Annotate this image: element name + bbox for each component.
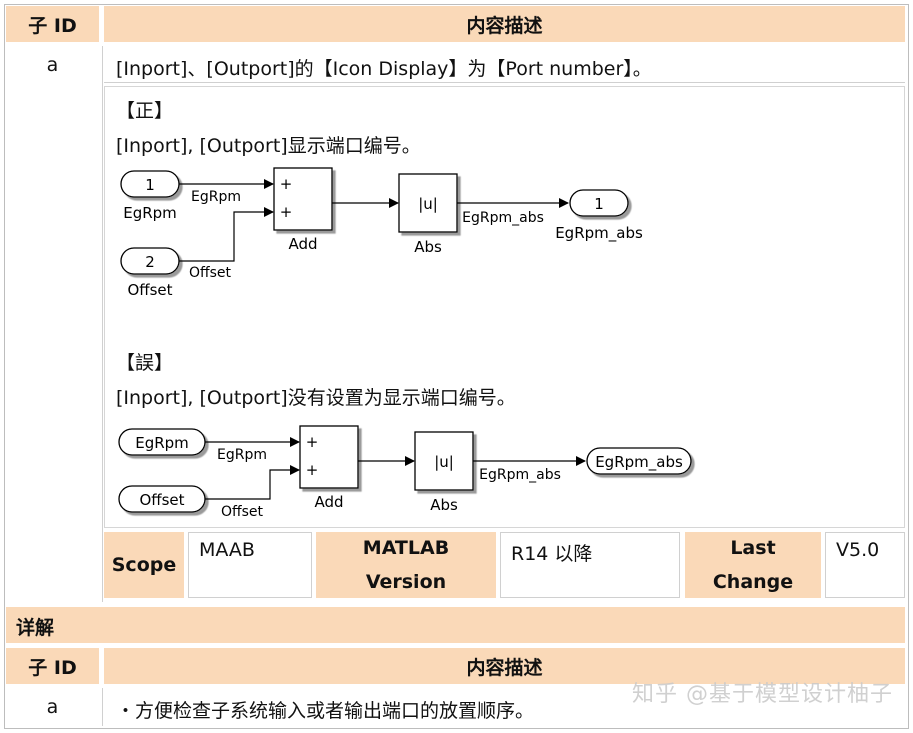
header-content-desc: 内容描述 [104, 6, 905, 42]
outport-1-number: 1 [594, 195, 604, 213]
scope-value: MAAB [188, 532, 312, 598]
details-row-sub-id: a [46, 696, 59, 718]
details-title: 详解 [6, 607, 905, 643]
header-sub-id: 子 ID [6, 6, 99, 42]
add-plus-2: + [280, 203, 293, 221]
add-label: Add [288, 235, 317, 253]
signal-label-out: EgRpm_abs [462, 210, 544, 226]
details-header-sub-id: 子 ID [6, 648, 99, 684]
wrong-abs-label: Abs [430, 496, 458, 514]
abs-symbol: |u| [418, 195, 438, 213]
signal-label-1: EgRpm [191, 189, 241, 205]
inport-2-number: 2 [145, 253, 155, 271]
wrong-add-label: Add [314, 493, 343, 511]
wrong-add-plus-2: + [306, 461, 319, 479]
row-sub-id: a [46, 54, 59, 76]
wrong-add-plus-1: + [306, 433, 319, 451]
signal-line [205, 465, 300, 500]
wrong-label: 【誤】 [116, 352, 174, 374]
outport-egrpm-abs-name: EgRpm_abs [595, 453, 683, 472]
inport-offset-name: Offset [139, 491, 184, 509]
add-block[interactable] [273, 167, 333, 231]
wrong-add-block[interactable] [299, 425, 359, 489]
inport-1-name: EgRpm [123, 204, 177, 222]
signal-line [179, 207, 274, 262]
add-plus-1: + [280, 175, 293, 193]
inport-egrpm-name: EgRpm [135, 434, 189, 452]
details-row-description: ・方便检查子系统输入或者输出端口的放置顺序。 [116, 700, 535, 722]
matlab-version-label-line1: MATLAB [362, 537, 450, 559]
wrong-signal-label-out: EgRpm_abs [479, 467, 561, 483]
details-header-content-desc: 内容描述 [104, 648, 905, 684]
inport-2-name: Offset [127, 281, 172, 299]
outport-egrpm-abs-block[interactable] [586, 447, 692, 475]
inport-1-number: 1 [145, 176, 155, 194]
last-change-value: V5.0 [825, 532, 905, 598]
abs-label: Abs [414, 238, 442, 256]
row-description: [Inport]、[Outport]的【Icon Display】为【Port … [116, 58, 652, 80]
outport-1-name: EgRpm_abs [555, 224, 643, 243]
matlab-version-value: R14 以降 [500, 532, 680, 598]
row-divider [104, 82, 905, 83]
matlab-version-label: MATLAB Version [316, 532, 496, 598]
table-frame [4, 4, 909, 729]
abs-block[interactable] [398, 173, 458, 233]
last-change-label: Last Change [685, 532, 821, 598]
correct-text: [Inport], [Outport]显示端口编号。 [116, 135, 421, 157]
column-divider [102, 46, 103, 602]
scope-label: Scope [104, 532, 184, 598]
wrong-abs-symbol: |u| [434, 453, 454, 471]
last-change-label-line2: Change [712, 571, 794, 593]
signal-label-2: Offset [189, 265, 232, 281]
outport-1-block[interactable] [569, 189, 629, 217]
example-panel [104, 86, 905, 528]
last-change-label-line1: Last [730, 537, 776, 559]
column-divider [102, 688, 103, 726]
correct-label: 【正】 [116, 100, 174, 122]
watermark: 知乎 @基于模型设计柚子 [632, 682, 893, 707]
wrong-signal-label-1: EgRpm [217, 447, 267, 463]
wrong-signal-label-2: Offset [221, 504, 264, 520]
wrong-text: [Inport], [Outport]没有设置为显示端口编号。 [116, 387, 516, 409]
matlab-version-label-line2: Version [365, 571, 447, 593]
